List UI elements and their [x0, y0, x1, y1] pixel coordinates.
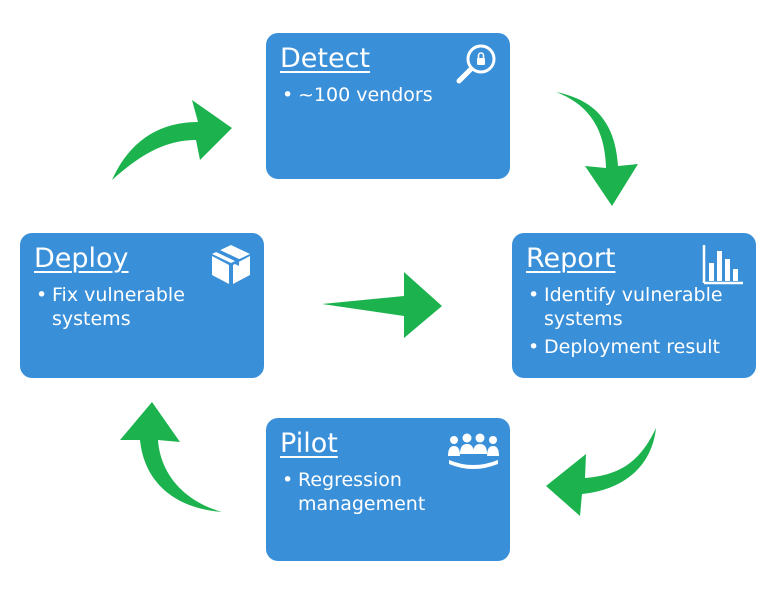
card-title: Deploy [34, 243, 129, 274]
people-group-icon [448, 433, 499, 469]
package-box-icon [212, 245, 250, 284]
bar-chart-icon [702, 245, 743, 285]
card-item: Identify vulnerable systems [526, 283, 742, 331]
arrow-report-to-pilot [546, 428, 656, 516]
arrow-center [322, 272, 442, 338]
card-detect: Detect ~100 vendors [266, 33, 510, 179]
card-items: ~100 vendors [280, 83, 496, 107]
arrow-pilot-to-deploy [120, 402, 222, 512]
card-item: Regression management [280, 468, 468, 516]
card-item: Fix vulnerable systems [34, 283, 222, 331]
magnifier-lock-icon [456, 44, 496, 84]
card-title: Pilot [280, 428, 338, 459]
card-items: Regression management [280, 468, 496, 516]
card-item: ~100 vendors [280, 83, 496, 107]
card-title: Report [526, 243, 616, 274]
card-title: Detect [280, 43, 371, 74]
card-items: Fix vulnerable systems [34, 283, 250, 331]
arrow-deploy-to-detect [112, 100, 232, 180]
card-report: Report Identify vulnerable systems Deplo… [512, 233, 756, 378]
card-item: Deployment result [526, 335, 742, 359]
arrow-detect-to-report [556, 92, 638, 206]
card-deploy: Deploy Fix vulnerable systems [20, 233, 264, 378]
card-pilot: Pilot Regression management [266, 418, 510, 561]
card-items: Identify vulnerable systems Deployment r… [526, 283, 742, 359]
